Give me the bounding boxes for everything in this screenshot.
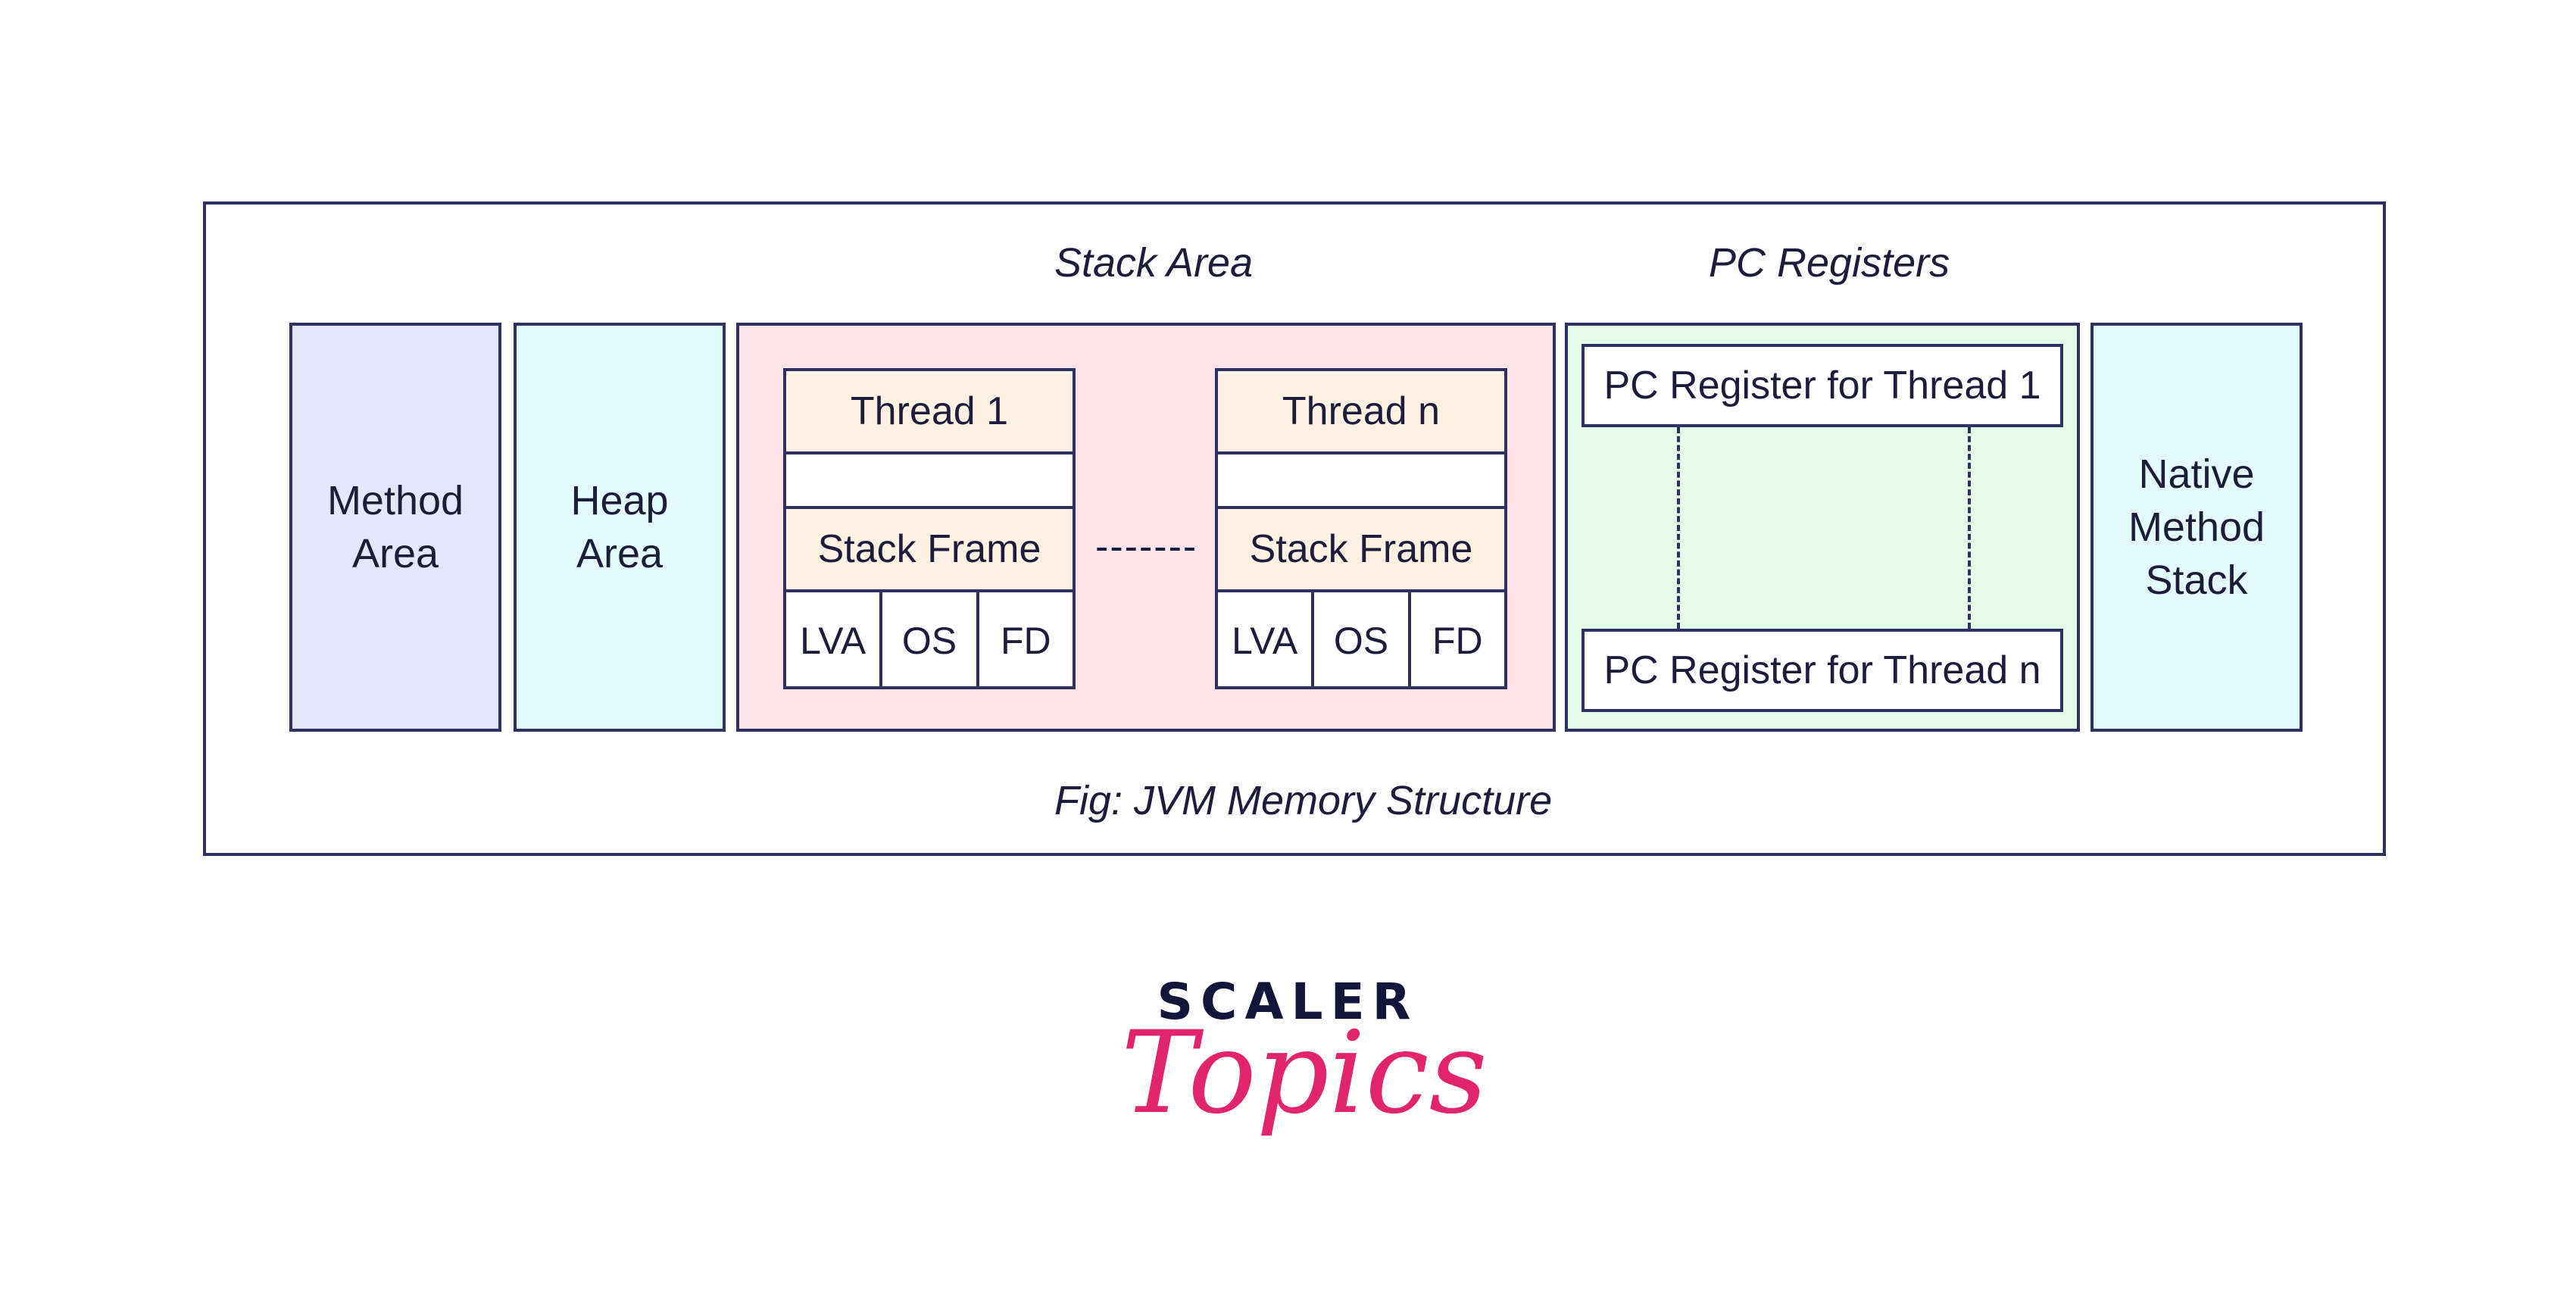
thread-1-stack: Thread 1 Stack Frame LVA OS FD: [783, 368, 1076, 689]
topics-logo-text: Topics: [1121, 1007, 1488, 1139]
pc-register-thread-n: PC Register for Thread n: [1582, 629, 2063, 712]
thread-1-stack-frame: Stack Frame: [786, 509, 1073, 592]
thread-n-stack-frame: Stack Frame: [1218, 509, 1504, 592]
method-area-label: Method Area: [326, 478, 464, 576]
thread-n-lva: LVA: [1218, 592, 1315, 689]
thread-separator: -------: [1095, 525, 1198, 569]
thread-n-os: OS: [1314, 592, 1411, 689]
heap-area-label: Heap Area: [570, 478, 669, 576]
thread-n-fd: FD: [1432, 620, 1483, 662]
thread-n-frame-cells: LVA OS FD: [1218, 592, 1504, 689]
thread-1-os: OS: [882, 592, 979, 689]
method-area-box: Method Area: [289, 323, 501, 732]
thread-1-fd: FD: [1000, 620, 1051, 662]
stack-area-title: Stack Area: [1054, 240, 1254, 286]
pc-register-connector-right: [1968, 427, 1971, 629]
jvm-memory-frame: [203, 201, 2386, 856]
heap-area-box: Heap Area: [514, 323, 726, 732]
thread-n-stack: Thread n Stack Frame LVA OS FD: [1215, 368, 1507, 689]
thread-1-header: Thread 1: [786, 371, 1073, 454]
pc-registers-title: PC Registers: [1709, 240, 1950, 286]
native-method-stack-label: Native Method Stack: [2128, 451, 2265, 603]
thread-n-header: Thread n: [1218, 371, 1504, 454]
scaler-logo-text: SCALER: [1157, 973, 1419, 1031]
pc-register-thread-1: PC Register for Thread 1: [1582, 344, 2063, 427]
native-method-stack-box: Native Method Stack: [2090, 323, 2303, 732]
thread-n-empty-frame: [1218, 454, 1504, 509]
pc-register-connector-left: [1677, 427, 1680, 629]
figure-caption: Fig: JVM Memory Structure: [1054, 778, 1553, 823]
thread-1-lva: LVA: [786, 592, 883, 689]
thread-1-frame-cells: LVA OS FD: [786, 592, 1073, 689]
thread-1-empty-frame: [786, 454, 1073, 509]
